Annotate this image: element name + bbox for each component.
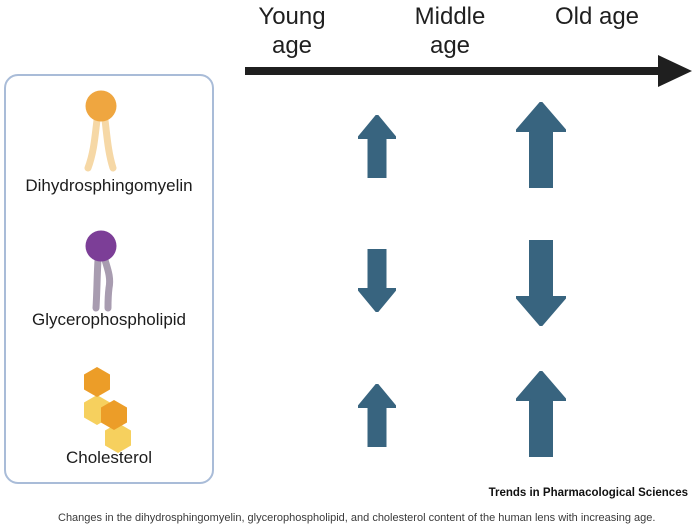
up-arrow-icon xyxy=(357,114,397,179)
lipid-tail xyxy=(84,116,101,172)
lipid-tail xyxy=(92,256,102,312)
timeline-arrow-shaft xyxy=(245,67,661,75)
lipid-head xyxy=(85,230,117,262)
glycerophospholipid-label: Glycerophospholipid xyxy=(31,310,187,329)
dihydrosphingomyelin-label: Dihydrosphingomyelin xyxy=(25,176,193,195)
trend-arrow-glycerophospholipid-old-age xyxy=(515,239,567,331)
hexagon-dark xyxy=(101,400,127,430)
trend-arrow-cholesterol-middle-age xyxy=(357,383,397,452)
up-arrow-icon xyxy=(357,383,397,448)
hexagon-dark xyxy=(84,367,110,397)
figure-caption: Changes in the dihydrosphingomyelin, gly… xyxy=(58,512,656,524)
column-header-middle-age: Middle age xyxy=(414,3,486,59)
trend-arrow-dihydrosphingomyelin-old-age xyxy=(515,101,567,193)
lipid-tail xyxy=(101,116,117,172)
dihydrosphingomyelin-lipid-icon xyxy=(84,90,117,172)
lipid-head xyxy=(85,90,117,122)
down-arrow-icon xyxy=(515,239,567,327)
column-header-old-age: Old age xyxy=(554,3,640,30)
lipid-tail xyxy=(101,256,114,312)
up-arrow-icon xyxy=(515,370,567,458)
up-arrow-icon xyxy=(515,101,567,189)
column-header-young-age: Young age xyxy=(258,3,326,59)
cholesterol-hexagon-icon xyxy=(84,367,131,453)
cholesterol-label: Cholesterol xyxy=(66,448,152,467)
lipid-legend-panel: Dihydrosphingomyelin Glycerophospholipid… xyxy=(4,74,214,484)
trend-arrow-cholesterol-old-age xyxy=(515,370,567,462)
timeline-arrowhead-icon xyxy=(658,55,692,87)
glycerophospholipid-lipid-icon xyxy=(85,230,117,312)
trend-arrow-dihydrosphingomyelin-middle-age xyxy=(357,114,397,183)
journal-name: Trends in Pharmacological Sciences xyxy=(488,487,688,499)
down-arrow-icon xyxy=(357,248,397,313)
trend-arrow-glycerophospholipid-middle-age xyxy=(357,248,397,317)
hexagon-light xyxy=(105,423,131,453)
